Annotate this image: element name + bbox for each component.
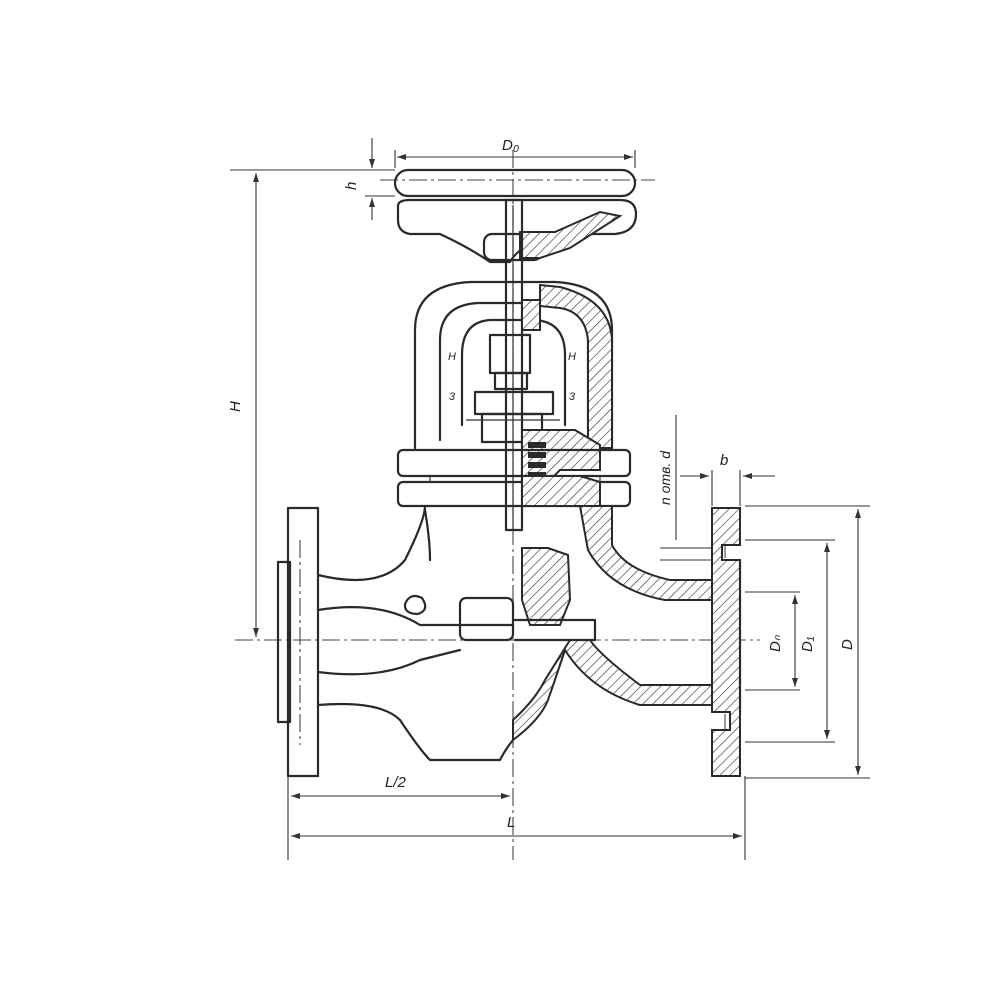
yoke-letter-right-3: 3 (569, 391, 576, 403)
label-h: h (343, 182, 360, 190)
label-d1: D₁ (799, 636, 816, 652)
dimension-d1: D₁ (745, 539, 835, 743)
dimension-b: b (680, 452, 775, 506)
label-d0: D₀ (502, 137, 519, 154)
dimension-d0: D₀ (394, 137, 636, 168)
label-d: D (839, 639, 856, 650)
label-b: b (720, 452, 728, 469)
dimension-d: D (745, 505, 870, 779)
handwheel (393, 168, 638, 264)
dimension-height: H (227, 169, 395, 637)
dimension-holes: n отв. d (657, 415, 712, 561)
yoke-letter-right-h: Н (568, 351, 576, 363)
body-right-section (512, 505, 742, 777)
body-left (276, 504, 515, 778)
dimension-half-length: L/2 (287, 774, 510, 860)
dimension-h: h (343, 138, 395, 220)
label-half-length: L/2 (385, 774, 407, 791)
label-height: H (227, 401, 244, 412)
yoke-letter-left-h: Н (448, 351, 456, 363)
dimension-dn: Dₙ (745, 591, 800, 691)
label-holes: n отв. d (657, 450, 673, 505)
label-length: L (507, 814, 515, 831)
yoke-letter-left-3: 3 (449, 391, 456, 403)
dimension-length: L (291, 776, 746, 860)
label-dn: Dₙ (767, 634, 784, 652)
bonnet-flange (396, 448, 632, 508)
